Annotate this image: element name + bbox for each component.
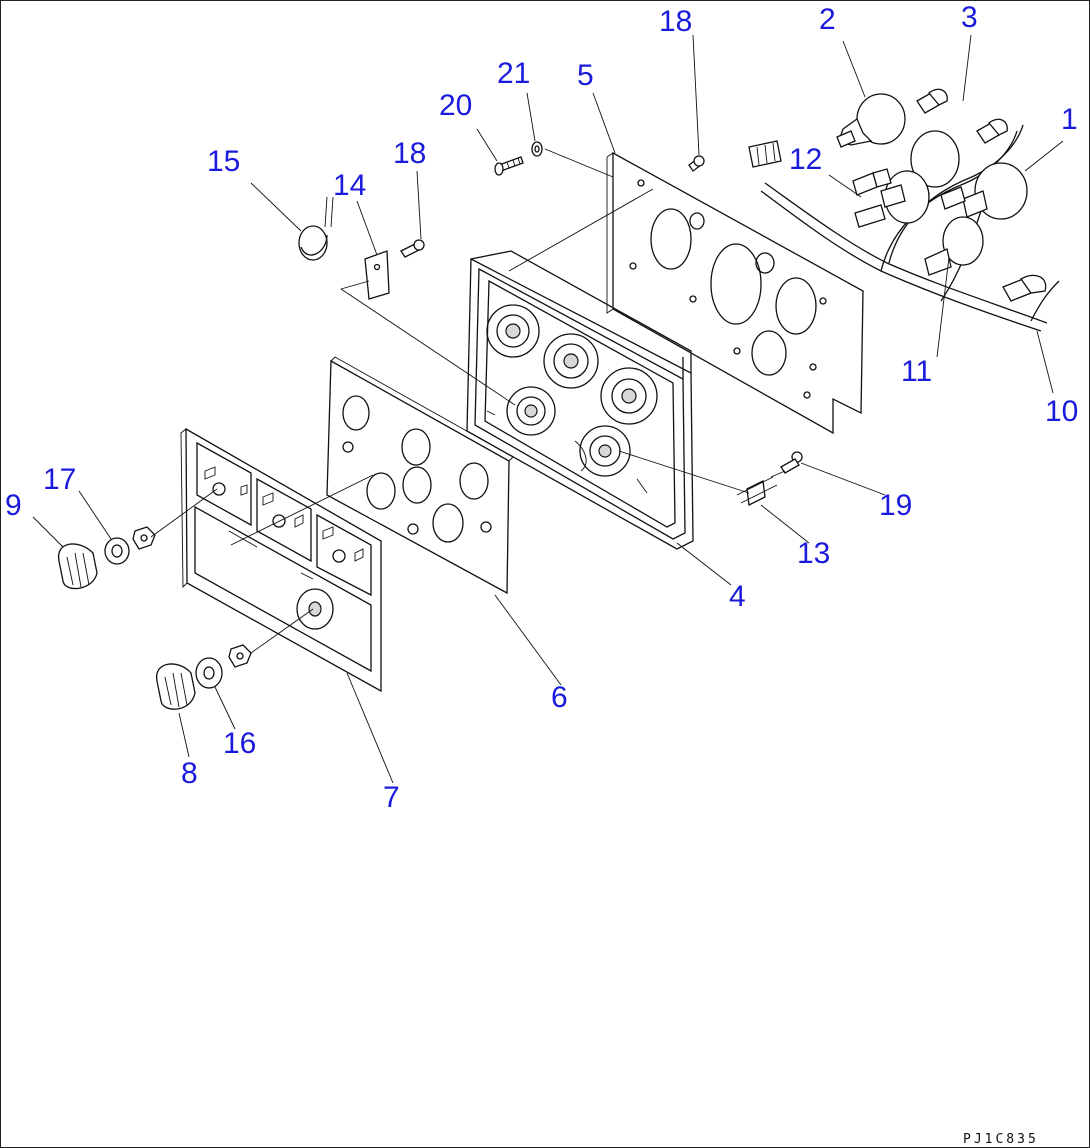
knob-8 xyxy=(156,663,196,710)
knob-9 xyxy=(58,543,98,590)
callout-21: 21 xyxy=(497,57,530,90)
part-14-bracket xyxy=(340,250,390,300)
screw-18-right xyxy=(688,155,705,172)
callout-5: 5 xyxy=(577,59,594,92)
callout-7: 7 xyxy=(383,781,400,814)
clip-13 xyxy=(736,476,778,506)
callout-15: 15 xyxy=(207,145,240,178)
callout-6: 6 xyxy=(551,681,568,714)
part-6-gasket xyxy=(326,356,514,595)
nut-left-upper xyxy=(132,526,156,550)
part-4-housing xyxy=(466,250,694,550)
callout-12: 12 xyxy=(789,143,822,176)
washer-16 xyxy=(195,657,223,689)
gauge-center xyxy=(854,130,960,228)
callout-9: 9 xyxy=(5,489,22,522)
callout-1: 1 xyxy=(1061,103,1078,136)
callout-4: 4 xyxy=(729,580,746,613)
gauge-2 xyxy=(836,93,906,148)
leader-lines xyxy=(32,34,1064,784)
washer-17 xyxy=(104,537,130,565)
wiring-harness-10 xyxy=(748,124,1060,332)
gauge-1 xyxy=(940,162,1028,220)
callout-8: 8 xyxy=(181,757,198,790)
callout-20: 20 xyxy=(439,89,472,122)
callout-3: 3 xyxy=(961,1,978,34)
callout-2: 2 xyxy=(819,3,836,36)
callout-10: 10 xyxy=(1045,395,1078,428)
screw-19 xyxy=(780,451,803,474)
drawing-code: PJ1C835 xyxy=(963,1132,1039,1147)
callout-14: 14 xyxy=(333,169,366,202)
gauge-3-lamp xyxy=(916,88,1008,144)
callout-11: 11 xyxy=(901,355,932,388)
socket-12 xyxy=(852,168,892,196)
callout-18-left: 18 xyxy=(393,137,426,170)
assembly-lines xyxy=(150,148,786,654)
bolt-20 xyxy=(494,156,524,176)
washer-21 xyxy=(531,141,543,157)
callout-19: 19 xyxy=(879,489,912,522)
part-7-front-panel xyxy=(180,427,382,693)
callout-16: 16 xyxy=(223,727,256,760)
callout-17: 17 xyxy=(43,463,76,496)
callout-13: 13 xyxy=(797,537,830,570)
gauge-11 xyxy=(924,216,984,276)
callout-labels: 1 2 3 4 5 6 7 8 9 10 11 12 13 14 15 16 1… xyxy=(5,1,1078,814)
lamp-10-end xyxy=(1002,274,1047,302)
callout-18-right: 18 xyxy=(659,5,692,38)
screw-18-left xyxy=(400,239,425,258)
part-5-back-plate xyxy=(606,151,864,435)
part-15-cap xyxy=(298,196,334,261)
nut-left-lower xyxy=(228,644,252,668)
